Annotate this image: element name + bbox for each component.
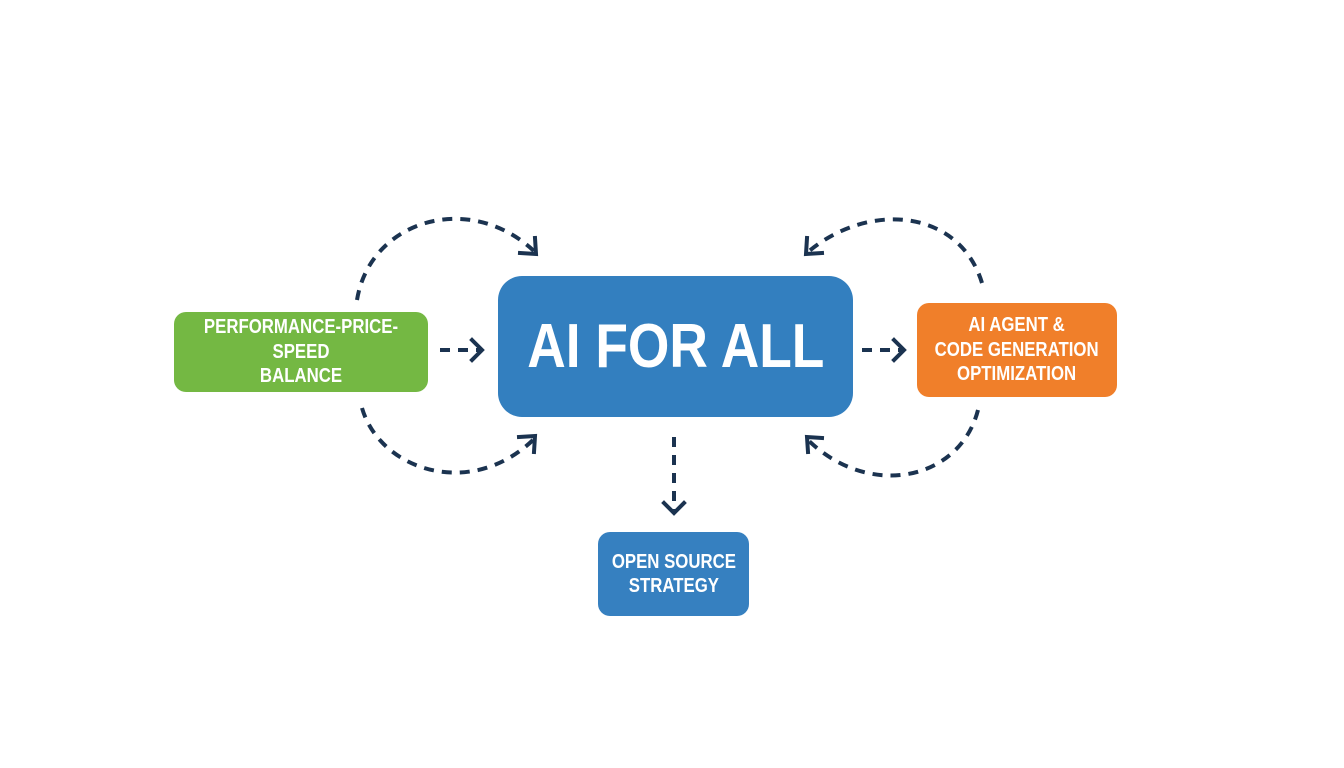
node-label: OPEN SOURCE STRATEGY <box>611 550 736 597</box>
node-performance-price-speed: PERFORMANCE-PRICE-SPEED BALANCE <box>174 312 428 392</box>
node-open-source-strategy: OPEN SOURCE STRATEGY <box>598 532 749 616</box>
node-ai-for-all: AI FOR ALL <box>498 276 853 417</box>
arrow-left-top-arc <box>355 216 537 301</box>
node-label: AI AGENT & CODE GENERATION OPTIMIZATION <box>935 314 1099 386</box>
arrowhead <box>804 434 825 455</box>
arrowhead <box>469 337 485 363</box>
node-label: PERFORMANCE-PRICE-SPEED BALANCE <box>203 316 399 388</box>
arrow-right-bottom-arc <box>806 409 980 478</box>
node-ai-agent-code-generation: AI AGENT & CODE GENERATION OPTIMIZATION <box>917 303 1117 397</box>
arrowhead <box>516 433 538 455</box>
arrowhead <box>517 235 539 257</box>
arrowhead <box>891 337 907 363</box>
arrow-right-top-arc <box>806 217 984 284</box>
arrowhead <box>803 235 825 257</box>
arrow-left-bottom-arc <box>360 407 535 475</box>
arrowhead <box>661 500 687 516</box>
node-label: AI FOR ALL <box>526 311 825 381</box>
